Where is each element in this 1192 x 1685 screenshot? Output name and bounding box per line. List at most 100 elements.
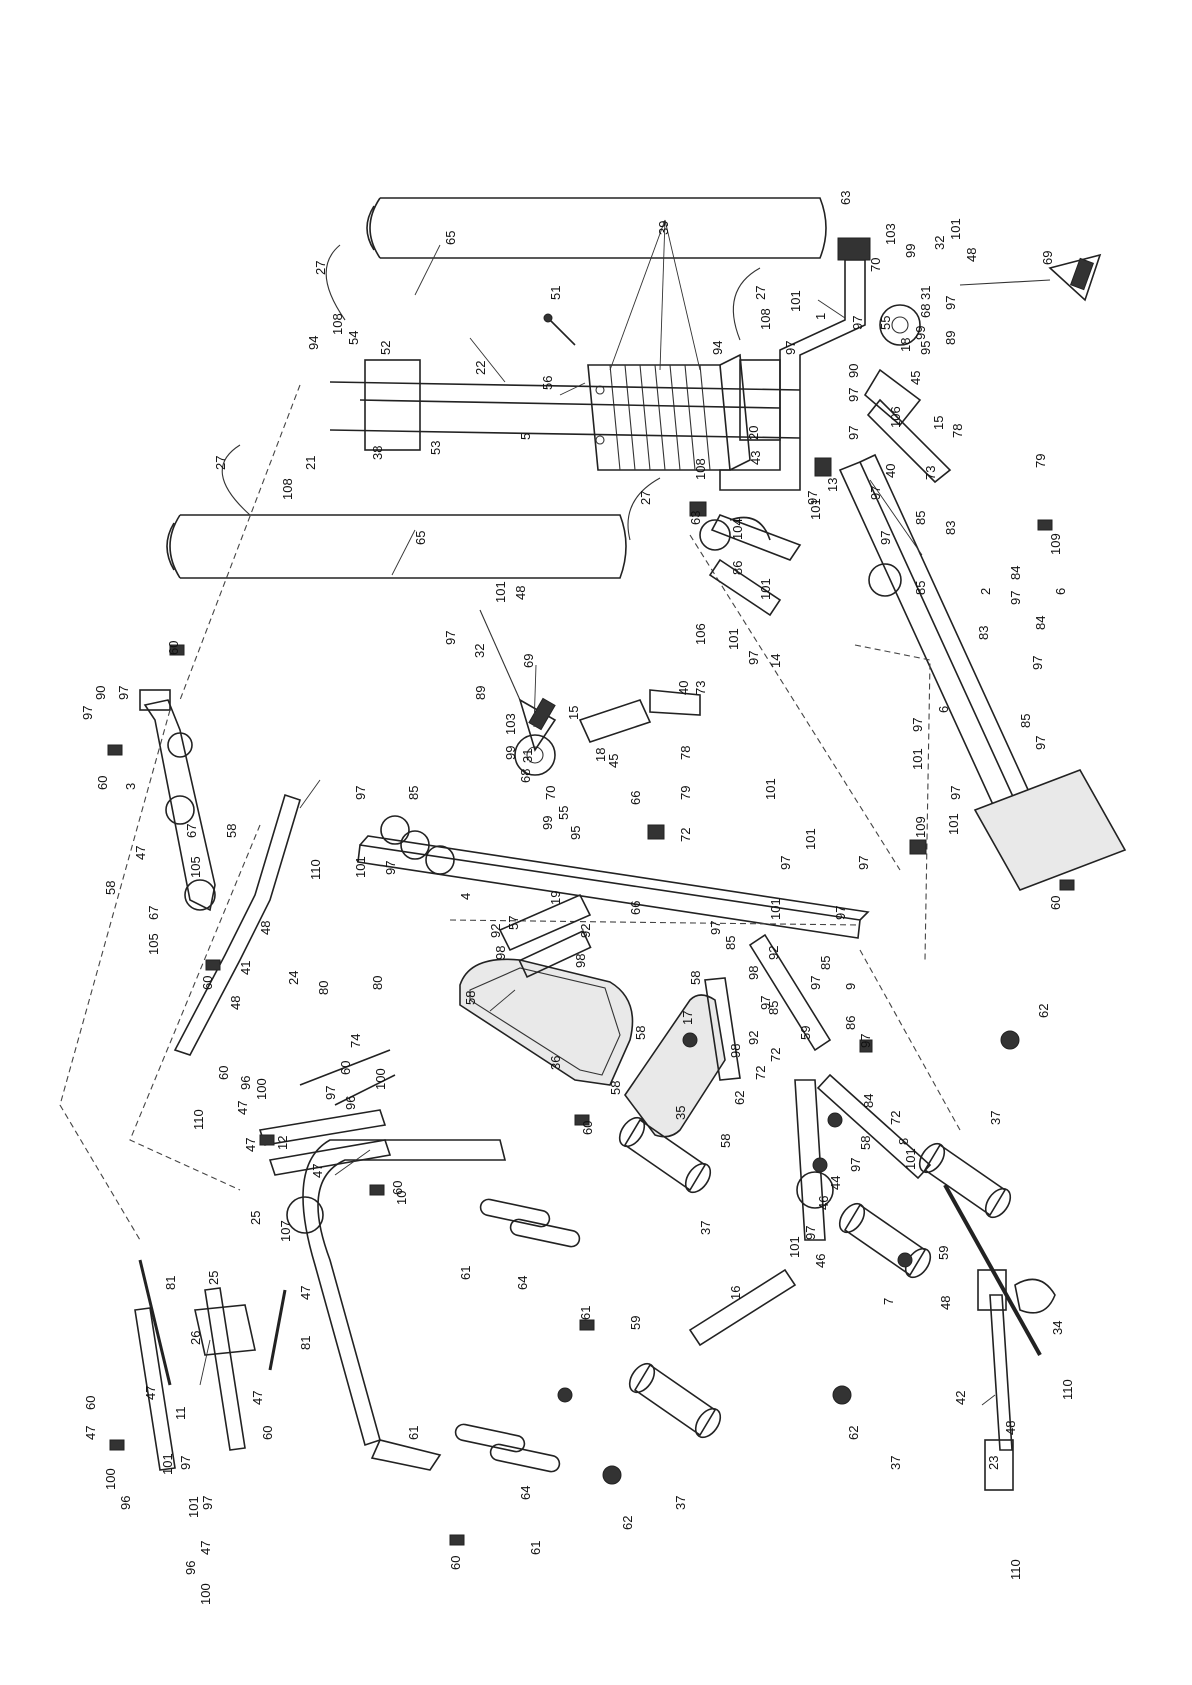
callout-32: 32 <box>472 644 487 658</box>
frame-part-4 <box>357 815 870 939</box>
small-hardware <box>107 457 1075 1546</box>
callout-78: 78 <box>678 746 693 760</box>
shroud-bottom <box>166 514 627 579</box>
callout-19: 19 <box>548 891 563 905</box>
leader-lines <box>199 219 996 1406</box>
callout-59: 59 <box>628 1316 643 1330</box>
callout-89: 89 <box>943 331 958 345</box>
callout-95: 95 <box>918 341 933 355</box>
callout-85: 85 <box>766 1001 781 1015</box>
callout-37: 37 <box>888 1456 903 1470</box>
press-bar-24 <box>173 793 301 1056</box>
frame-part-8 <box>816 1073 932 1180</box>
callout-104: 104 <box>730 518 745 540</box>
callout-60: 60 <box>95 776 110 790</box>
callout-97: 97 <box>910 718 925 732</box>
cam-assembly <box>863 304 952 484</box>
callout-85: 85 <box>723 936 738 950</box>
callout-41: 41 <box>238 961 253 975</box>
callout-61: 61 <box>406 1426 421 1440</box>
callout-63: 63 <box>688 511 703 525</box>
callout-97: 97 <box>178 1456 193 1470</box>
callout-97: 97 <box>200 1496 215 1510</box>
frame-part-17 <box>704 977 741 1081</box>
callout-61: 61 <box>578 1306 593 1320</box>
callout-99: 99 <box>503 746 518 760</box>
callout-99: 99 <box>903 244 918 258</box>
callout-101: 101 <box>763 778 778 800</box>
callout-97: 97 <box>783 341 798 355</box>
pulley-wheel-2 <box>165 795 195 825</box>
callout-98: 98 <box>493 946 508 960</box>
callout-96: 96 <box>238 1076 253 1090</box>
frame-part-3 <box>139 689 216 912</box>
callout-18: 18 <box>898 338 913 352</box>
callout-58: 58 <box>858 1136 873 1150</box>
callout-100: 100 <box>254 1078 269 1100</box>
callout-27: 27 <box>213 456 228 470</box>
callout-84: 84 <box>1008 566 1023 580</box>
callout-47: 47 <box>310 1164 325 1178</box>
callout-37: 37 <box>988 1111 1003 1125</box>
assembly-guide-4 <box>689 534 901 871</box>
callout-85: 85 <box>1018 714 1033 728</box>
callout-92: 92 <box>488 924 503 938</box>
callout-15: 15 <box>931 416 946 430</box>
callout-103: 103 <box>883 223 898 245</box>
callout-3: 3 <box>123 783 138 790</box>
frame-part-2 <box>838 453 1037 822</box>
callout-94: 94 <box>710 341 725 355</box>
callout-81: 81 <box>163 1276 178 1290</box>
callout-60: 60 <box>390 1181 405 1195</box>
callout-31: 31 <box>918 286 933 300</box>
frame-part-1 <box>719 237 871 491</box>
callout-100: 100 <box>198 1583 213 1605</box>
callout-110: 110 <box>308 859 323 880</box>
callout-96: 96 <box>343 1096 358 1110</box>
callout-55: 55 <box>556 806 571 820</box>
callout-58: 58 <box>633 1026 648 1040</box>
callout-22: 22 <box>473 361 488 375</box>
callout-101: 101 <box>493 581 508 603</box>
callout-68: 68 <box>518 769 533 783</box>
callout-9: 9 <box>843 983 858 990</box>
callout-61: 61 <box>458 1266 473 1280</box>
callout-24: 24 <box>286 971 301 985</box>
callout-62: 62 <box>1036 1004 1051 1018</box>
callout-48: 48 <box>964 248 979 262</box>
callout-99: 99 <box>540 816 555 830</box>
assembly-guide-3 <box>129 824 261 1191</box>
callout-58: 58 <box>688 971 703 985</box>
callout-62: 62 <box>732 1091 747 1105</box>
rod-81-a <box>138 1259 172 1386</box>
callout-40: 40 <box>883 464 898 478</box>
callout-40: 40 <box>676 681 691 695</box>
callout-37: 37 <box>673 1496 688 1510</box>
shroud-top <box>366 197 827 259</box>
callout-70: 70 <box>543 786 558 800</box>
callout-58: 58 <box>718 1134 733 1148</box>
callout-97: 97 <box>1033 736 1048 750</box>
frame-part-7 <box>794 1079 834 1241</box>
callout-101: 101 <box>903 1148 918 1170</box>
callout-60: 60 <box>216 1066 231 1080</box>
callout-85: 85 <box>913 511 928 525</box>
callout-101: 101 <box>787 1236 802 1258</box>
callout-27: 27 <box>638 491 653 505</box>
callout-97: 97 <box>778 856 793 870</box>
callout-37: 37 <box>698 1221 713 1235</box>
callout-101: 101 <box>726 628 741 650</box>
callout-109: 109 <box>913 816 928 838</box>
callout-60: 60 <box>1048 896 1063 910</box>
callout-97: 97 <box>746 651 761 665</box>
callout-85: 85 <box>913 581 928 595</box>
pulley-wheel-1 <box>868 563 902 597</box>
callout-36: 36 <box>548 1056 563 1070</box>
callout-2: 2 <box>978 588 993 595</box>
foam-roller-2 <box>838 1202 932 1279</box>
pivot-hub <box>286 1196 324 1234</box>
callout-18: 18 <box>593 748 608 762</box>
callout-4: 4 <box>458 893 473 900</box>
callout-97: 97 <box>948 786 963 800</box>
